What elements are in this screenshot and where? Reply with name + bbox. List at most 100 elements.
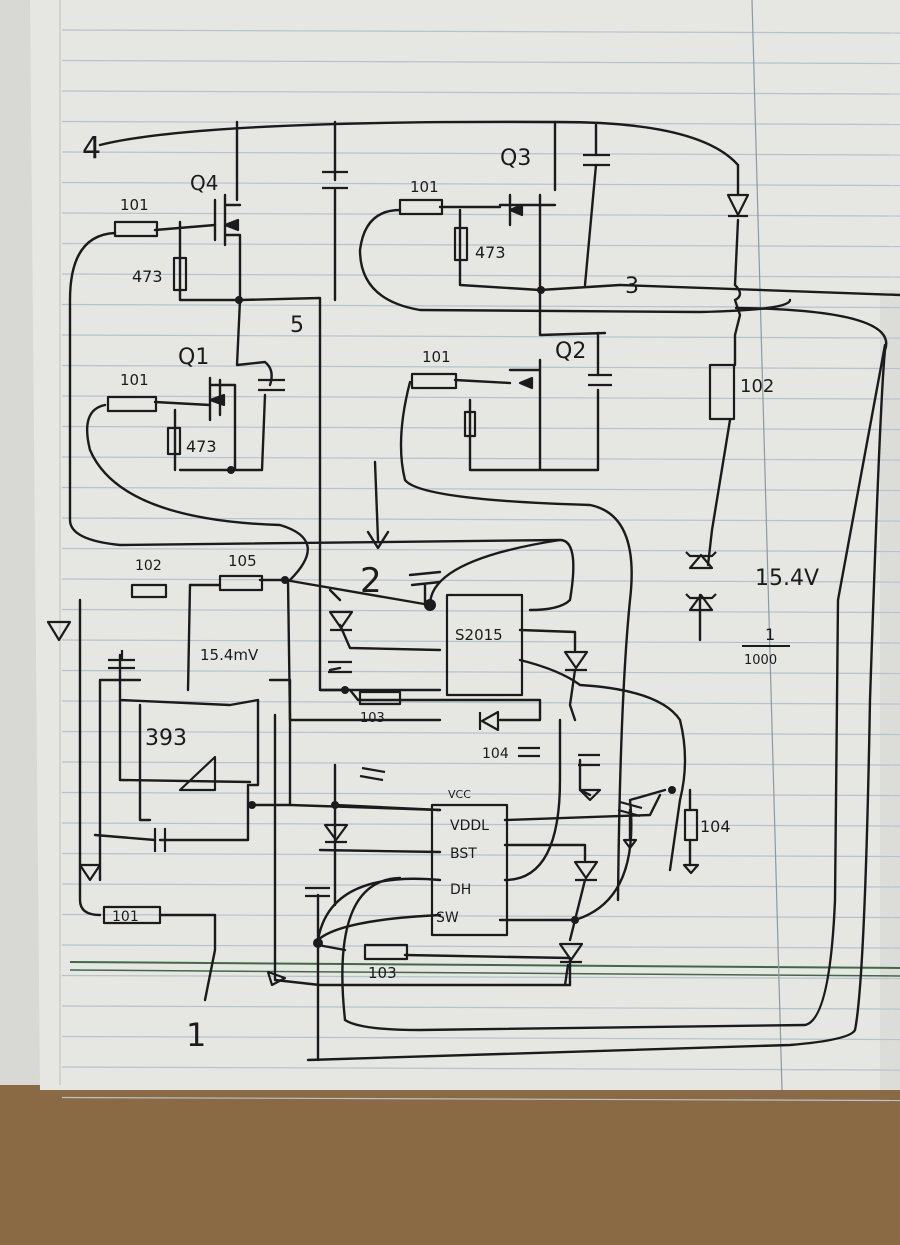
label-q3: Q3: [500, 146, 531, 171]
wire-inner-loop: [341, 343, 887, 1032]
ground-left-top: [46, 620, 72, 642]
resistor-102-right: [708, 363, 736, 421]
label-sw: SW: [436, 910, 459, 926]
ruled-line: [61, 639, 900, 644]
label-r102-left: 102: [135, 558, 162, 574]
mosfet-arrow-q4: [223, 218, 240, 232]
junction-103: [341, 686, 349, 694]
ruled-line: [61, 90, 900, 95]
label-r101-q4: 101: [120, 196, 149, 214]
label-r102-right: 102: [740, 376, 774, 397]
wire-q2-gate-loop: [399, 378, 633, 902]
junction-q4: [235, 296, 243, 304]
arrow-head: [366, 530, 390, 550]
ruled-line: [61, 486, 900, 492]
ruled-line: [61, 608, 900, 614]
cap-comparator: [108, 650, 135, 670]
resistor-101-bottom: [102, 905, 162, 925]
label-r101-bottom: 101: [112, 909, 139, 925]
ruled-line: [61, 151, 900, 156]
label-r101-q2: 101: [422, 348, 451, 366]
comparator-bottom: [93, 703, 250, 842]
cap-vcc: [359, 766, 386, 782]
ground-left-bottom: [78, 863, 102, 882]
ruled-line: [61, 1096, 900, 1102]
junction-104: [668, 786, 676, 794]
ruled-line: [61, 791, 900, 797]
ruled-line: [61, 273, 900, 278]
wire-q4-gate-loop: [68, 223, 575, 612]
ruled-line: [61, 852, 900, 858]
ruled-line: [61, 578, 900, 583]
next-page-edge: [880, 290, 900, 1090]
green-rule-2: [69, 969, 900, 977]
labels: 4 Q4 Q3 101 473 101 473 3 5 Q1 Q2 101 47…: [82, 131, 819, 1054]
resistor-103-bottom: [363, 943, 409, 961]
label-r473-q4: 473: [132, 267, 163, 286]
label-cap-top: 1: [765, 625, 775, 644]
ruled-line: [61, 944, 900, 949]
wire-node2-arrow: [373, 460, 380, 542]
junction-diode: [571, 916, 579, 924]
ruled-line: [61, 883, 900, 888]
q2-body: [468, 288, 607, 472]
wire-bottom-chip-left: [318, 763, 442, 907]
label-node-4: 4: [82, 131, 101, 166]
cap-right: [617, 800, 643, 818]
ground-bottom-center: [266, 970, 287, 987]
resistor-q2-gs: [463, 410, 477, 438]
diode-horizontal: [478, 710, 500, 732]
label-cap-bottom: 1000: [744, 653, 777, 668]
label-cap104-mid: 104: [482, 746, 509, 762]
label-q2: Q2: [555, 339, 586, 364]
ruled-line: [61, 181, 900, 187]
comparator-frame: [98, 653, 260, 882]
label-node-2: 2: [360, 561, 382, 601]
wires: [68, 120, 900, 1062]
mosfet-arrow-q3: [508, 203, 524, 217]
resistor-102-left: [130, 583, 168, 599]
ruled-line: [61, 59, 900, 65]
label-chip-top: S2015: [455, 626, 503, 644]
cap-q2: [588, 373, 612, 387]
resistor-105: [218, 574, 264, 592]
comparator-right: [248, 678, 292, 807]
ground-cap104: [578, 788, 602, 802]
junction-q1: [227, 466, 235, 474]
resistor-101-q4: [113, 220, 159, 238]
ruled-line: [61, 212, 900, 217]
wire-node3-out: [618, 283, 900, 297]
label-voltage-left: 15.4mV: [200, 646, 259, 664]
diode-dh: [573, 860, 599, 882]
ruled-line: [61, 242, 900, 248]
label-chip-pin-top: VDDL: [450, 818, 489, 834]
resistor-103-mid: [358, 690, 402, 706]
label-r104-right: 104: [700, 817, 731, 836]
ruled-line: [61, 761, 900, 766]
zener-1: [685, 551, 717, 570]
label-r101-q3: 101: [410, 178, 439, 196]
zener-2: [685, 593, 717, 612]
junction-dots: [227, 286, 676, 948]
label-node-5: 5: [290, 313, 304, 338]
resistor-473-q4: [172, 256, 188, 292]
wire-chip-left: [283, 538, 562, 607]
ruled-line: [61, 730, 900, 736]
resistor-101-q1: [106, 395, 158, 413]
ruled-line: [61, 974, 900, 980]
junction-sw: [313, 938, 323, 948]
diode-top-right: [726, 193, 750, 218]
label-r101-q1: 101: [120, 371, 149, 389]
diode-bottom-left: [323, 823, 349, 844]
ruled-line: [61, 669, 900, 675]
junction-q3: [537, 286, 545, 294]
cap-mid: [328, 660, 352, 674]
ruled-line: [61, 364, 900, 370]
mosfet-arrow-q2: [518, 376, 534, 390]
cap-q3: [583, 153, 610, 167]
wire-top-rail: [98, 120, 740, 167]
mosfet-arrow-q1: [208, 393, 226, 407]
ground-cap-right: [622, 838, 638, 850]
ruled-line: [61, 1066, 900, 1071]
